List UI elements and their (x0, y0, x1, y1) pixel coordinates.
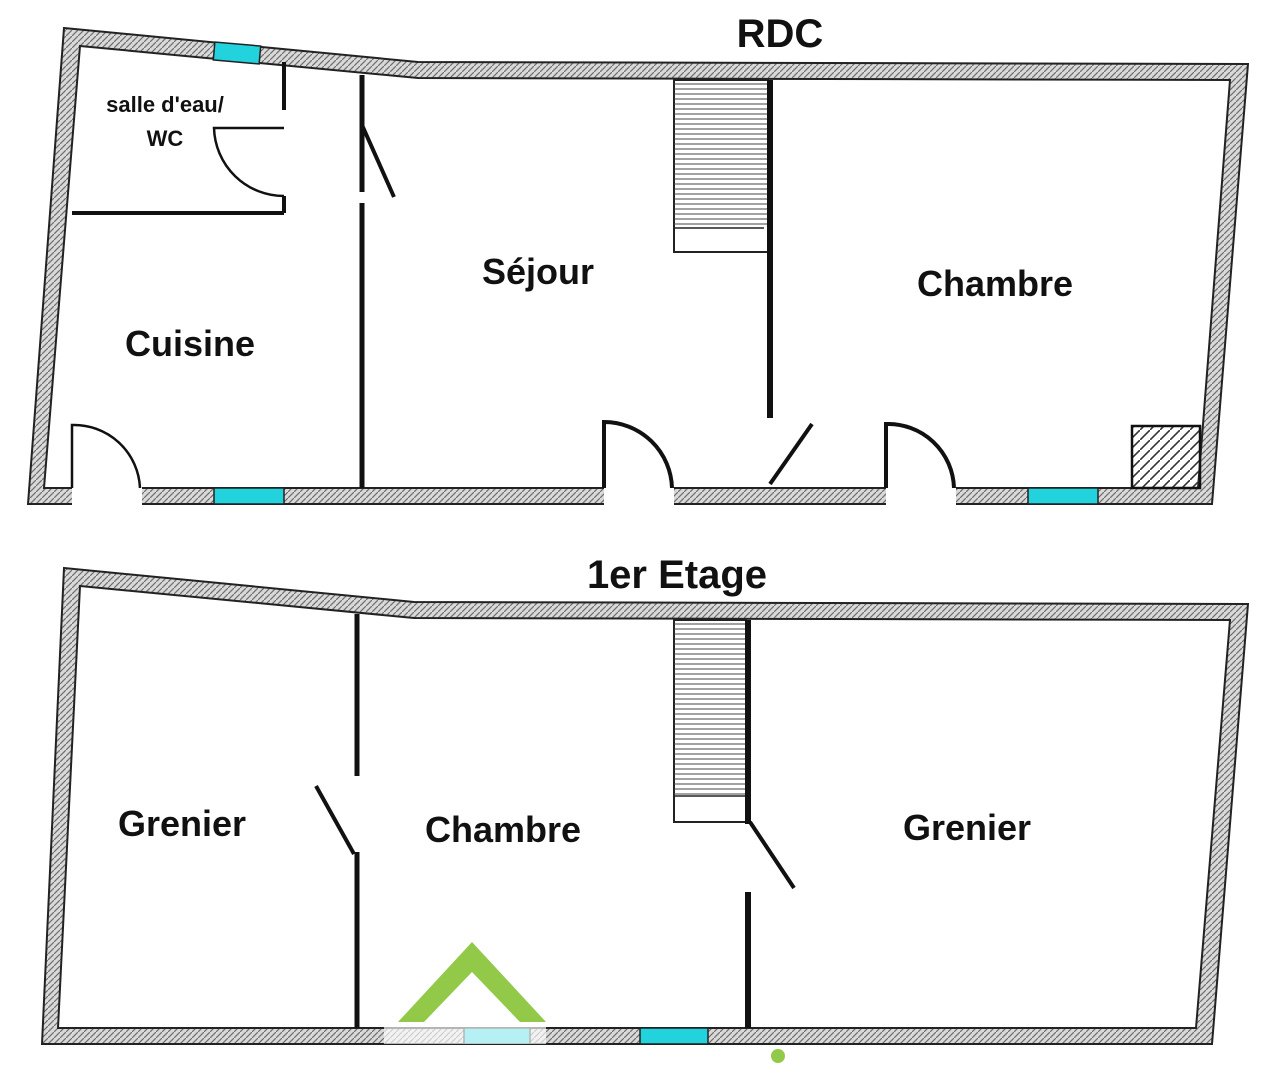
watermark-logo (384, 942, 785, 1063)
logo-dot (771, 1049, 785, 1063)
door-leaf (314, 785, 356, 855)
staircase (673, 619, 747, 823)
door-opening (72, 486, 142, 506)
logo-roof-icon (398, 942, 546, 1022)
chimney-block (1130, 424, 1202, 490)
room-label-living-room: Séjour (482, 251, 594, 292)
bedroom-door (884, 421, 956, 489)
door-leaf (360, 124, 396, 198)
room-label-kitchen: Cuisine (125, 323, 255, 364)
first-floor-title: 1er Etage (587, 553, 767, 597)
window (639, 1027, 709, 1045)
door-leaf (768, 422, 814, 486)
ground-floor-title: RDC (737, 12, 824, 56)
ground-floor-exterior-wall (26, 26, 1250, 505)
living-room-door (602, 419, 674, 489)
staircase (673, 79, 769, 253)
entrance-door (70, 423, 142, 489)
door-leaf (748, 820, 796, 890)
window (213, 487, 285, 505)
window (1027, 487, 1099, 505)
door-opening (604, 486, 674, 506)
room-label-bathroom-line2: WC (147, 126, 184, 151)
window (212, 41, 262, 65)
room-label-bedroom: Chambre (917, 263, 1073, 304)
room-label-bedroom-upper: Chambre (425, 809, 581, 850)
first-floor-exterior-wall (40, 566, 1250, 1045)
room-label-attic-left: Grenier (118, 803, 246, 844)
ground-floor-plan: RDC salle d'eau/ WC Cuisine Séjour Chamb… (26, 12, 1250, 506)
first-floor-plan: 1er Etage Grenier Chambre Grenier (40, 553, 1250, 1045)
bathroom-door (212, 126, 285, 198)
door-opening (886, 486, 956, 506)
room-label-attic-right: Grenier (903, 807, 1031, 848)
room-label-bathroom-line1: salle d'eau/ (106, 92, 224, 117)
